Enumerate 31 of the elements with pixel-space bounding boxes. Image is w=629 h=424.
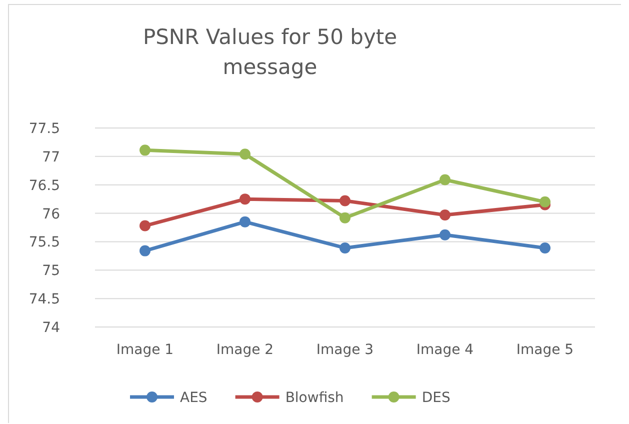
point [240,148,250,160]
y-tick-label: 74.5 [28,292,60,308]
point [340,212,350,224]
x-tick-label: Image 2 [216,342,274,358]
point [340,242,350,254]
point [240,194,250,205]
x-tick-label: Image 4 [416,342,474,358]
y-tick-label: 75.5 [28,234,60,251]
point [440,209,450,220]
chart-title: PSNR Values for 50 byte message [142,24,398,81]
x-tick-label: Image 1 [116,342,174,358]
point [140,144,150,156]
y-tick-label: 74 [42,320,60,336]
point [540,242,550,254]
point [140,245,150,256]
y-tick-label: 75 [42,263,60,280]
point [440,174,450,186]
y-tick-label: 76 [42,206,60,222]
y-tick-label: 77 [42,149,60,166]
point [240,216,250,228]
point [340,195,350,206]
point [440,229,450,240]
x-tick-label: Image 3 [316,342,374,358]
x-tick-label: Image 5 [516,342,574,358]
legend-label: Blowfish [285,390,344,406]
legend-label: AES [180,390,208,406]
y-tick-label: 77.5 [28,121,60,137]
point [140,220,150,232]
point [540,196,550,208]
y-tick-label: 76.5 [28,178,60,194]
legend-label: DES [422,390,450,406]
